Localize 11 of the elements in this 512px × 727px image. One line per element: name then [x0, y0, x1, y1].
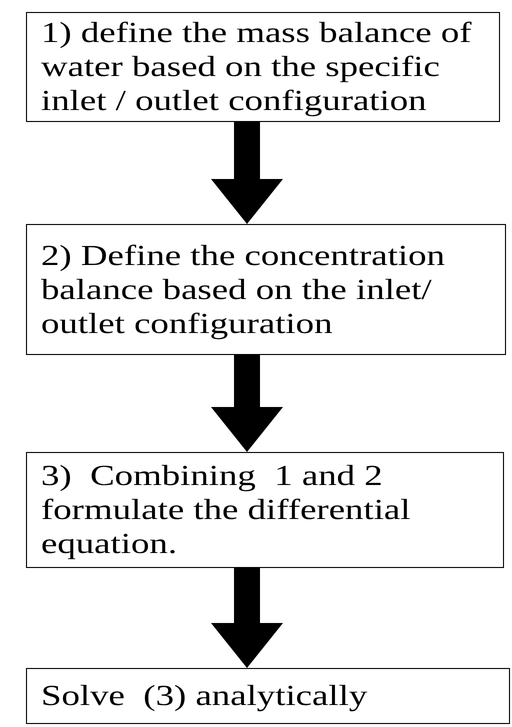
process-box [26, 668, 510, 724]
block-arrow [211, 355, 283, 452]
process-box [26, 224, 506, 355]
process-box [26, 452, 504, 568]
step-text: 2) Define the concentration balance based on the inlet/ outlet configuration [41, 238, 446, 340]
step-text: Solve (3) analytically [41, 679, 368, 713]
step-text: 1) define the mass balance of water based on the specific inlet / outlet configuration [41, 16, 473, 118]
block-arrow [211, 568, 283, 668]
block-arrow [211, 122, 283, 224]
step-text: 3) Combining 1 and 2 formulate the differential equation. [41, 459, 412, 561]
process-box [26, 12, 500, 122]
